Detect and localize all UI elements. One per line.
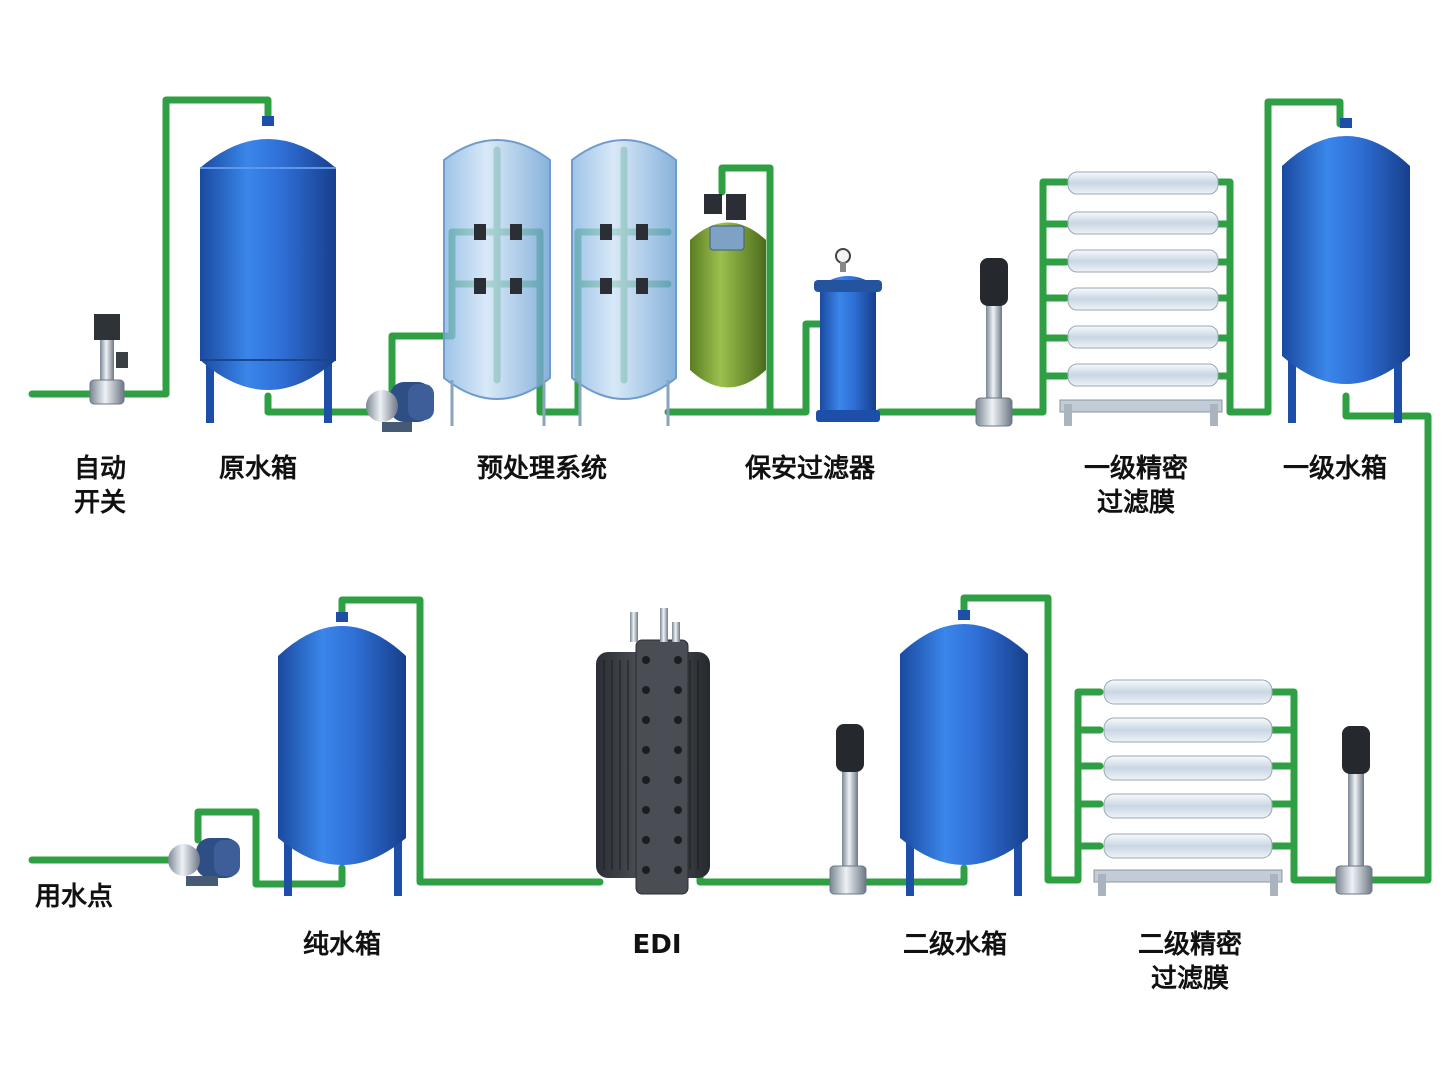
- label-raw-tank: 原水箱: [218, 454, 297, 484]
- label-membrane2-line2: 过滤膜: [1150, 964, 1229, 994]
- pipe-tank2-to-pump2: [858, 864, 968, 886]
- pipe-pump3-to-membrane2: [1268, 688, 1340, 884]
- pipe-pure-tank-to-pump: [194, 808, 346, 888]
- vertical-pump-3-icon: [1335, 726, 1373, 895]
- pump-icon: [366, 382, 434, 432]
- membrane-rack-1-icon: [1059, 171, 1223, 426]
- membrane-rack-2-icon: [1093, 679, 1283, 896]
- outlet-pump-icon: [168, 838, 240, 886]
- pipe-switch-to-raw-tank: [116, 96, 272, 398]
- pipe-membrane1-outlet: [1214, 98, 1344, 416]
- label-tank2: 二级水箱: [902, 930, 1007, 960]
- label-membrane1-line2: 过滤膜: [1096, 488, 1175, 518]
- label-tank1: 一级水箱: [1282, 454, 1387, 484]
- label-use-point: 用水点: [34, 882, 113, 912]
- secondary-water-tank-icon: [900, 610, 1028, 896]
- pipe-green-to-security: [766, 320, 828, 416]
- membrane-tube: [1067, 171, 1219, 387]
- auto-switch-valve-icon: [89, 314, 128, 405]
- pretreatment-tank-2-icon: [571, 139, 677, 426]
- pipe-raw-tank-to-pump: [264, 392, 376, 416]
- label-auto-switch-line2: 开关: [73, 488, 126, 518]
- pretreatment-tank-1-icon: [443, 139, 551, 426]
- label-membrane1: 一级精密 过滤膜: [1066, 452, 1206, 520]
- label-membrane2-line1: 二级精密: [1137, 930, 1242, 960]
- membrane-tube: [1103, 679, 1273, 859]
- pipe-pretreat-to-green-filter: [664, 164, 774, 416]
- label-membrane2: 二级精密 过滤膜: [1120, 928, 1260, 996]
- pipe-pump-to-membrane1: [1001, 178, 1070, 416]
- pipe-membrane2-to-tank2: [960, 594, 1104, 884]
- label-security-filter: 保安过滤器: [744, 454, 875, 484]
- edi-module-icon: [596, 608, 710, 895]
- softener-filter-icon: [690, 194, 766, 388]
- label-membrane1-line1: 一级精密: [1083, 454, 1188, 484]
- label-pretreatment: 预处理系统: [476, 454, 607, 484]
- label-edi: EDI: [632, 930, 682, 960]
- label-pure-tank: 纯水箱: [302, 930, 381, 960]
- security-filter-icon: [814, 248, 882, 422]
- label-auto-switch-line1: 自动: [73, 454, 126, 484]
- vertical-pump-1-icon: [975, 258, 1013, 427]
- pure-water-tank-icon: [278, 612, 406, 896]
- label-auto-switch: 自动 开关: [60, 452, 140, 520]
- raw-water-tank-icon: [200, 116, 336, 423]
- pipe-tank1-to-pump3: [1342, 392, 1432, 884]
- primary-water-tank-icon: [1282, 118, 1410, 423]
- pipe-edi-to-pure-tank: [338, 596, 604, 886]
- vertical-pump-2-icon: [829, 724, 867, 895]
